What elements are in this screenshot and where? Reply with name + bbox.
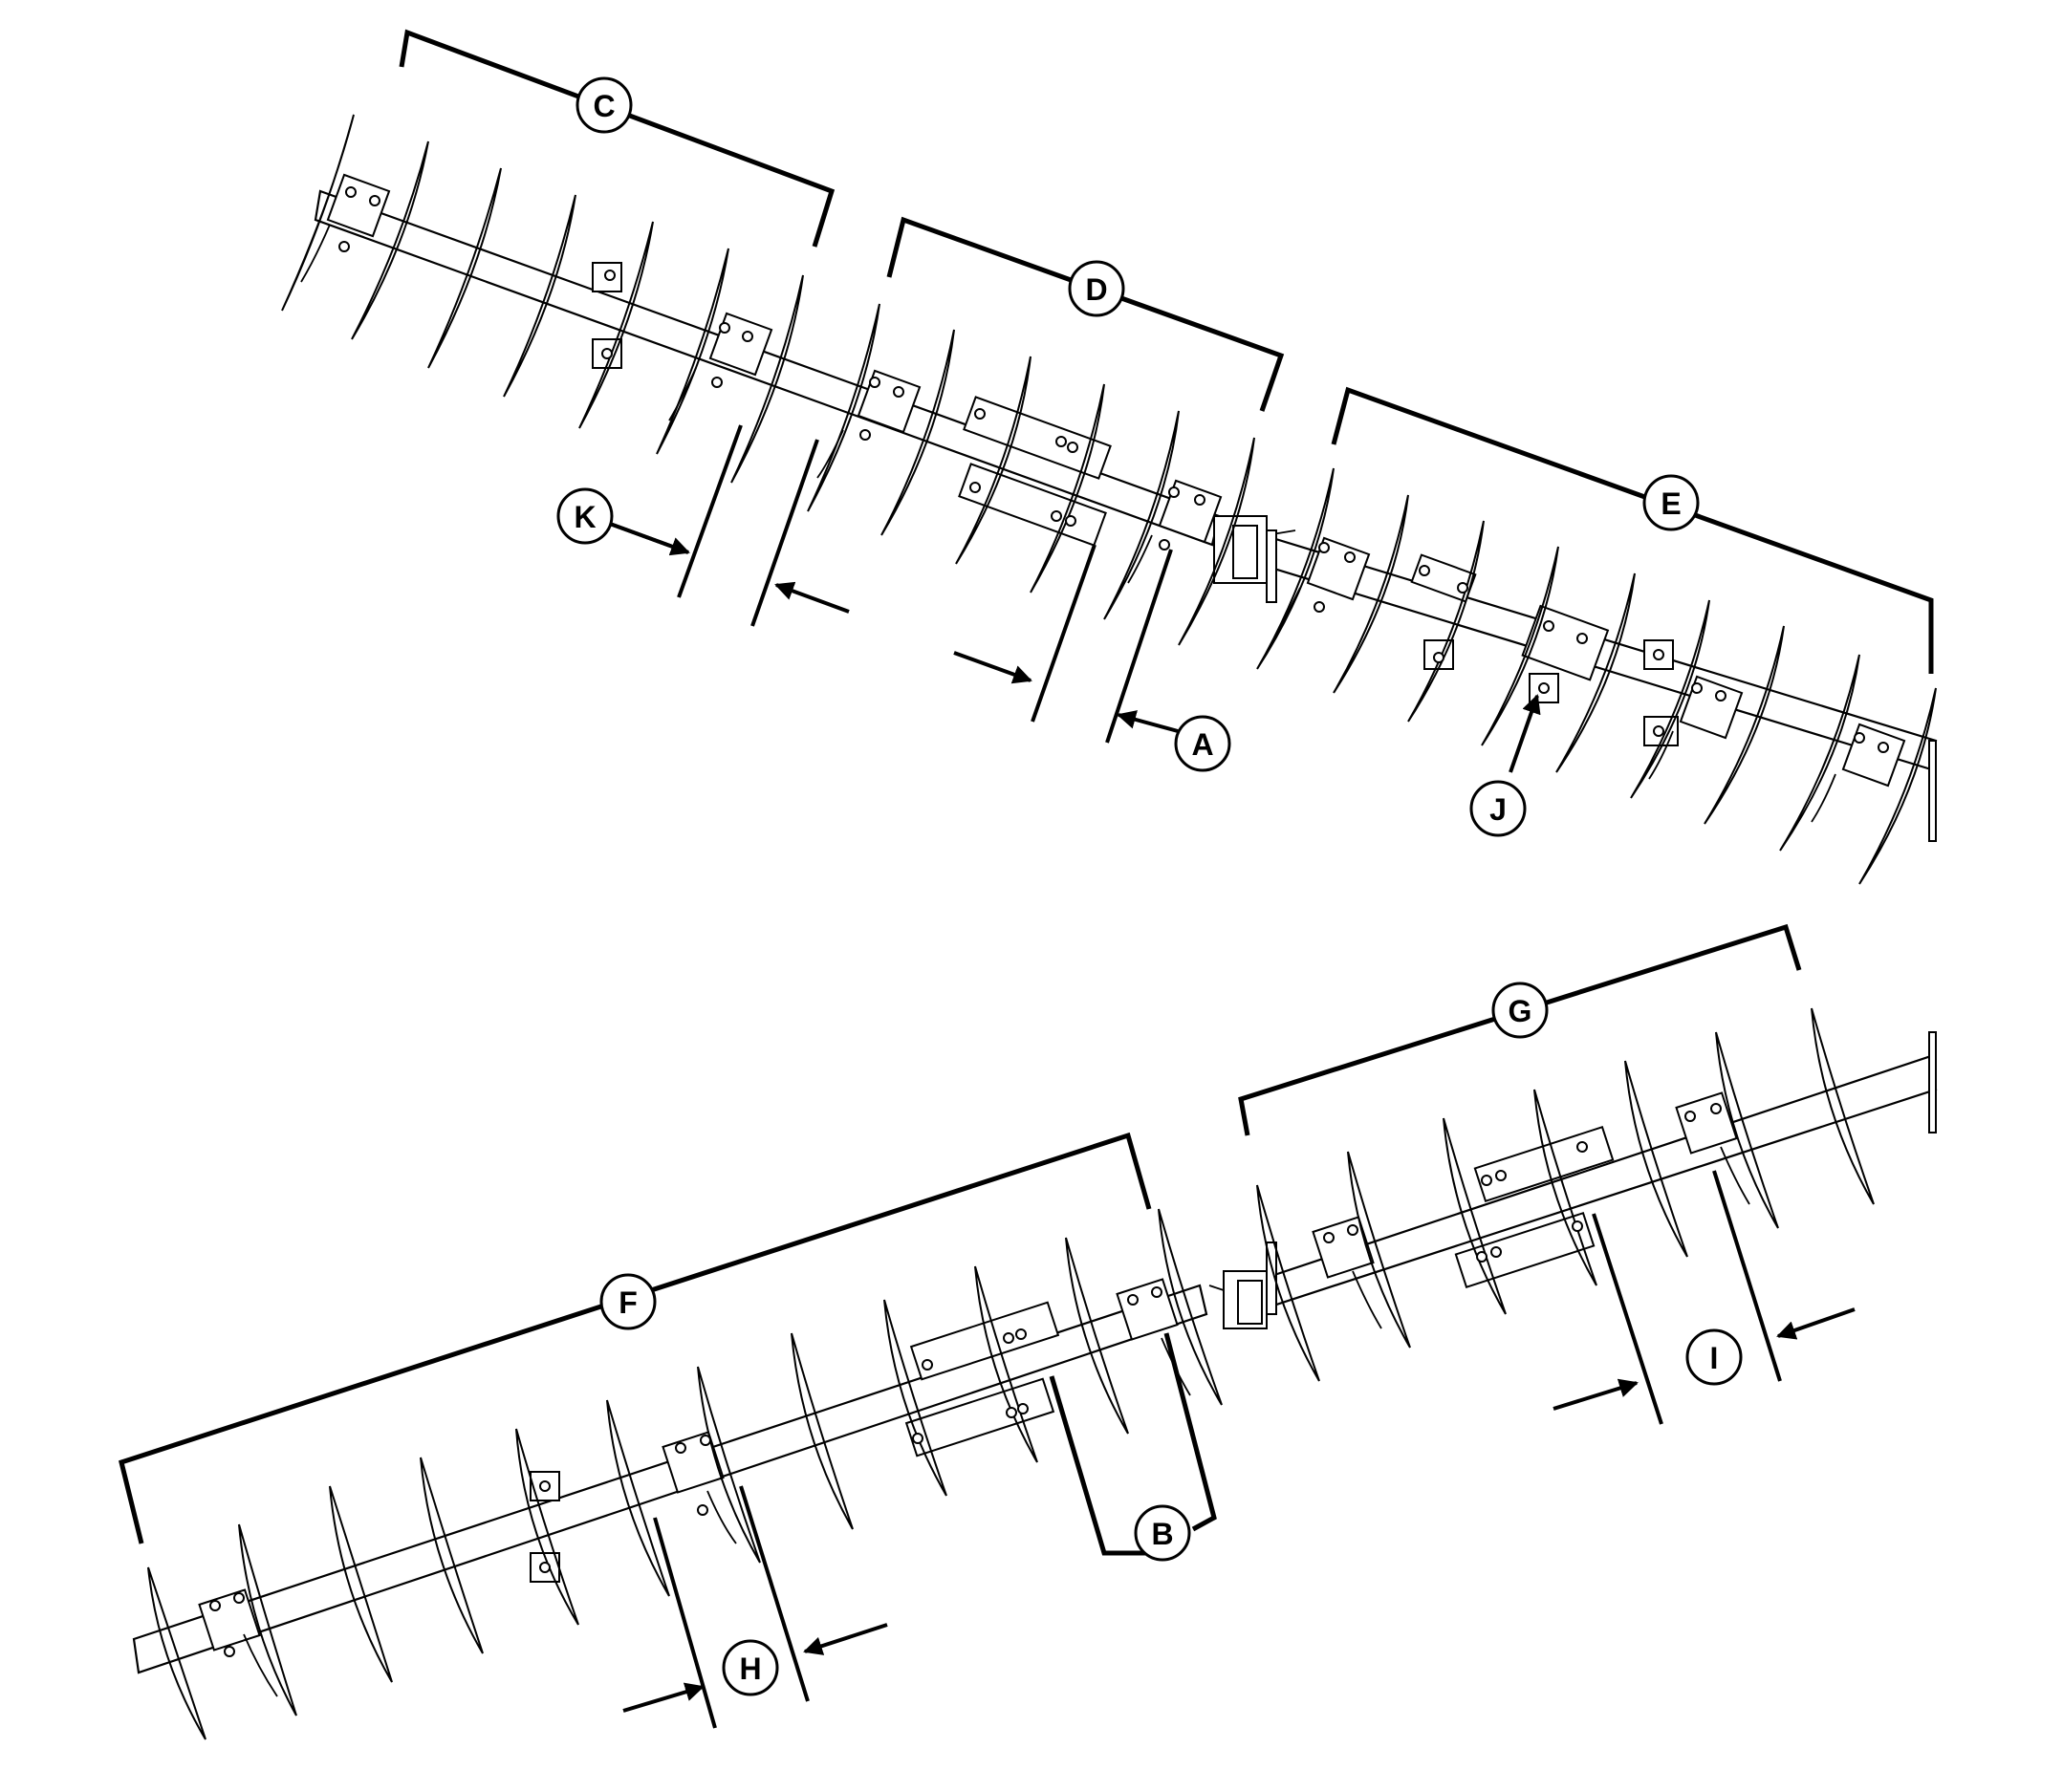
bottom-gang-left-shaft bbox=[132, 1284, 1208, 1674]
bracket-b-right bbox=[1163, 1332, 1217, 1532]
callout-e: E bbox=[1642, 474, 1700, 531]
bracket-e bbox=[1331, 386, 1934, 674]
callout-k: K bbox=[556, 487, 614, 545]
callout-i: I bbox=[1685, 1328, 1743, 1386]
i-ref-line-1 bbox=[1592, 1213, 1663, 1425]
bracket-b bbox=[1049, 1375, 1145, 1556]
k-ref-line-1 bbox=[677, 424, 743, 598]
top-gang-end-plate bbox=[1928, 740, 1937, 842]
top-bolt-holes bbox=[338, 186, 1889, 753]
a-ref-line-2 bbox=[1105, 549, 1173, 744]
k-ref-line-2 bbox=[750, 439, 819, 627]
spacing-indicators bbox=[609, 424, 1856, 1729]
callout-c: C bbox=[575, 76, 633, 134]
callout-h: H bbox=[722, 1639, 779, 1696]
k-arrow-2 bbox=[774, 581, 850, 614]
bottom-gang-end-plate bbox=[1928, 1031, 1937, 1133]
svg-text:I: I bbox=[1710, 1341, 1719, 1375]
i-ref-line-2 bbox=[1712, 1170, 1782, 1382]
top-gang-discs bbox=[281, 114, 1937, 885]
top-gang-assembly bbox=[281, 114, 1938, 885]
top-spacer-plate-1 bbox=[963, 396, 1112, 480]
svg-text:J: J bbox=[1489, 792, 1507, 827]
h-arrow-right bbox=[803, 1623, 888, 1655]
bracket-c bbox=[399, 29, 836, 248]
svg-text:C: C bbox=[593, 89, 615, 123]
top-gang-left-shaft bbox=[314, 189, 1221, 547]
svg-text:A: A bbox=[1191, 727, 1213, 762]
top-center-bearing bbox=[1521, 604, 1610, 681]
a-ref-line-1 bbox=[1031, 544, 1097, 723]
top-bearing-plate-1 bbox=[326, 173, 391, 238]
k-leader bbox=[609, 522, 689, 554]
h-ref-line-2 bbox=[739, 1485, 810, 1702]
bracket-d bbox=[886, 216, 1285, 412]
a-arrow-left bbox=[953, 651, 1032, 684]
h-arrow-left bbox=[622, 1682, 705, 1713]
callouts: C D E K A J G F bbox=[556, 76, 1743, 1696]
i-arrow-right bbox=[1776, 1307, 1856, 1340]
h-ref-line-1 bbox=[653, 1517, 717, 1729]
bottom-scrapers bbox=[243, 1146, 1750, 1697]
bottom-gang-assembly bbox=[132, 1007, 1938, 1740]
svg-text:H: H bbox=[739, 1652, 761, 1686]
callout-f: F bbox=[599, 1273, 657, 1330]
bottom-spacer-plate-2 bbox=[904, 1377, 1055, 1457]
svg-text:K: K bbox=[574, 500, 596, 534]
i-arrow-left bbox=[1553, 1378, 1639, 1411]
svg-text:D: D bbox=[1085, 272, 1107, 307]
callout-b: B bbox=[1134, 1504, 1191, 1562]
callout-g: G bbox=[1491, 982, 1549, 1039]
bottom-spacer-plate-1 bbox=[909, 1301, 1060, 1381]
svg-text:E: E bbox=[1661, 486, 1681, 521]
callout-j: J bbox=[1469, 780, 1527, 837]
bottom-gang-discs bbox=[147, 1007, 1875, 1740]
a-arrow bbox=[1117, 710, 1179, 733]
callout-d: D bbox=[1068, 260, 1125, 317]
bottom-gang-center-hitch bbox=[1208, 1241, 1277, 1329]
callout-a: A bbox=[1174, 715, 1231, 772]
top-scrapers bbox=[300, 224, 1836, 823]
svg-text:F: F bbox=[619, 1285, 638, 1320]
svg-text:B: B bbox=[1151, 1517, 1173, 1551]
j-arrow bbox=[1509, 694, 1541, 773]
svg-text:G: G bbox=[1509, 994, 1532, 1028]
bottom-bolt-holes bbox=[209, 1103, 1722, 1657]
